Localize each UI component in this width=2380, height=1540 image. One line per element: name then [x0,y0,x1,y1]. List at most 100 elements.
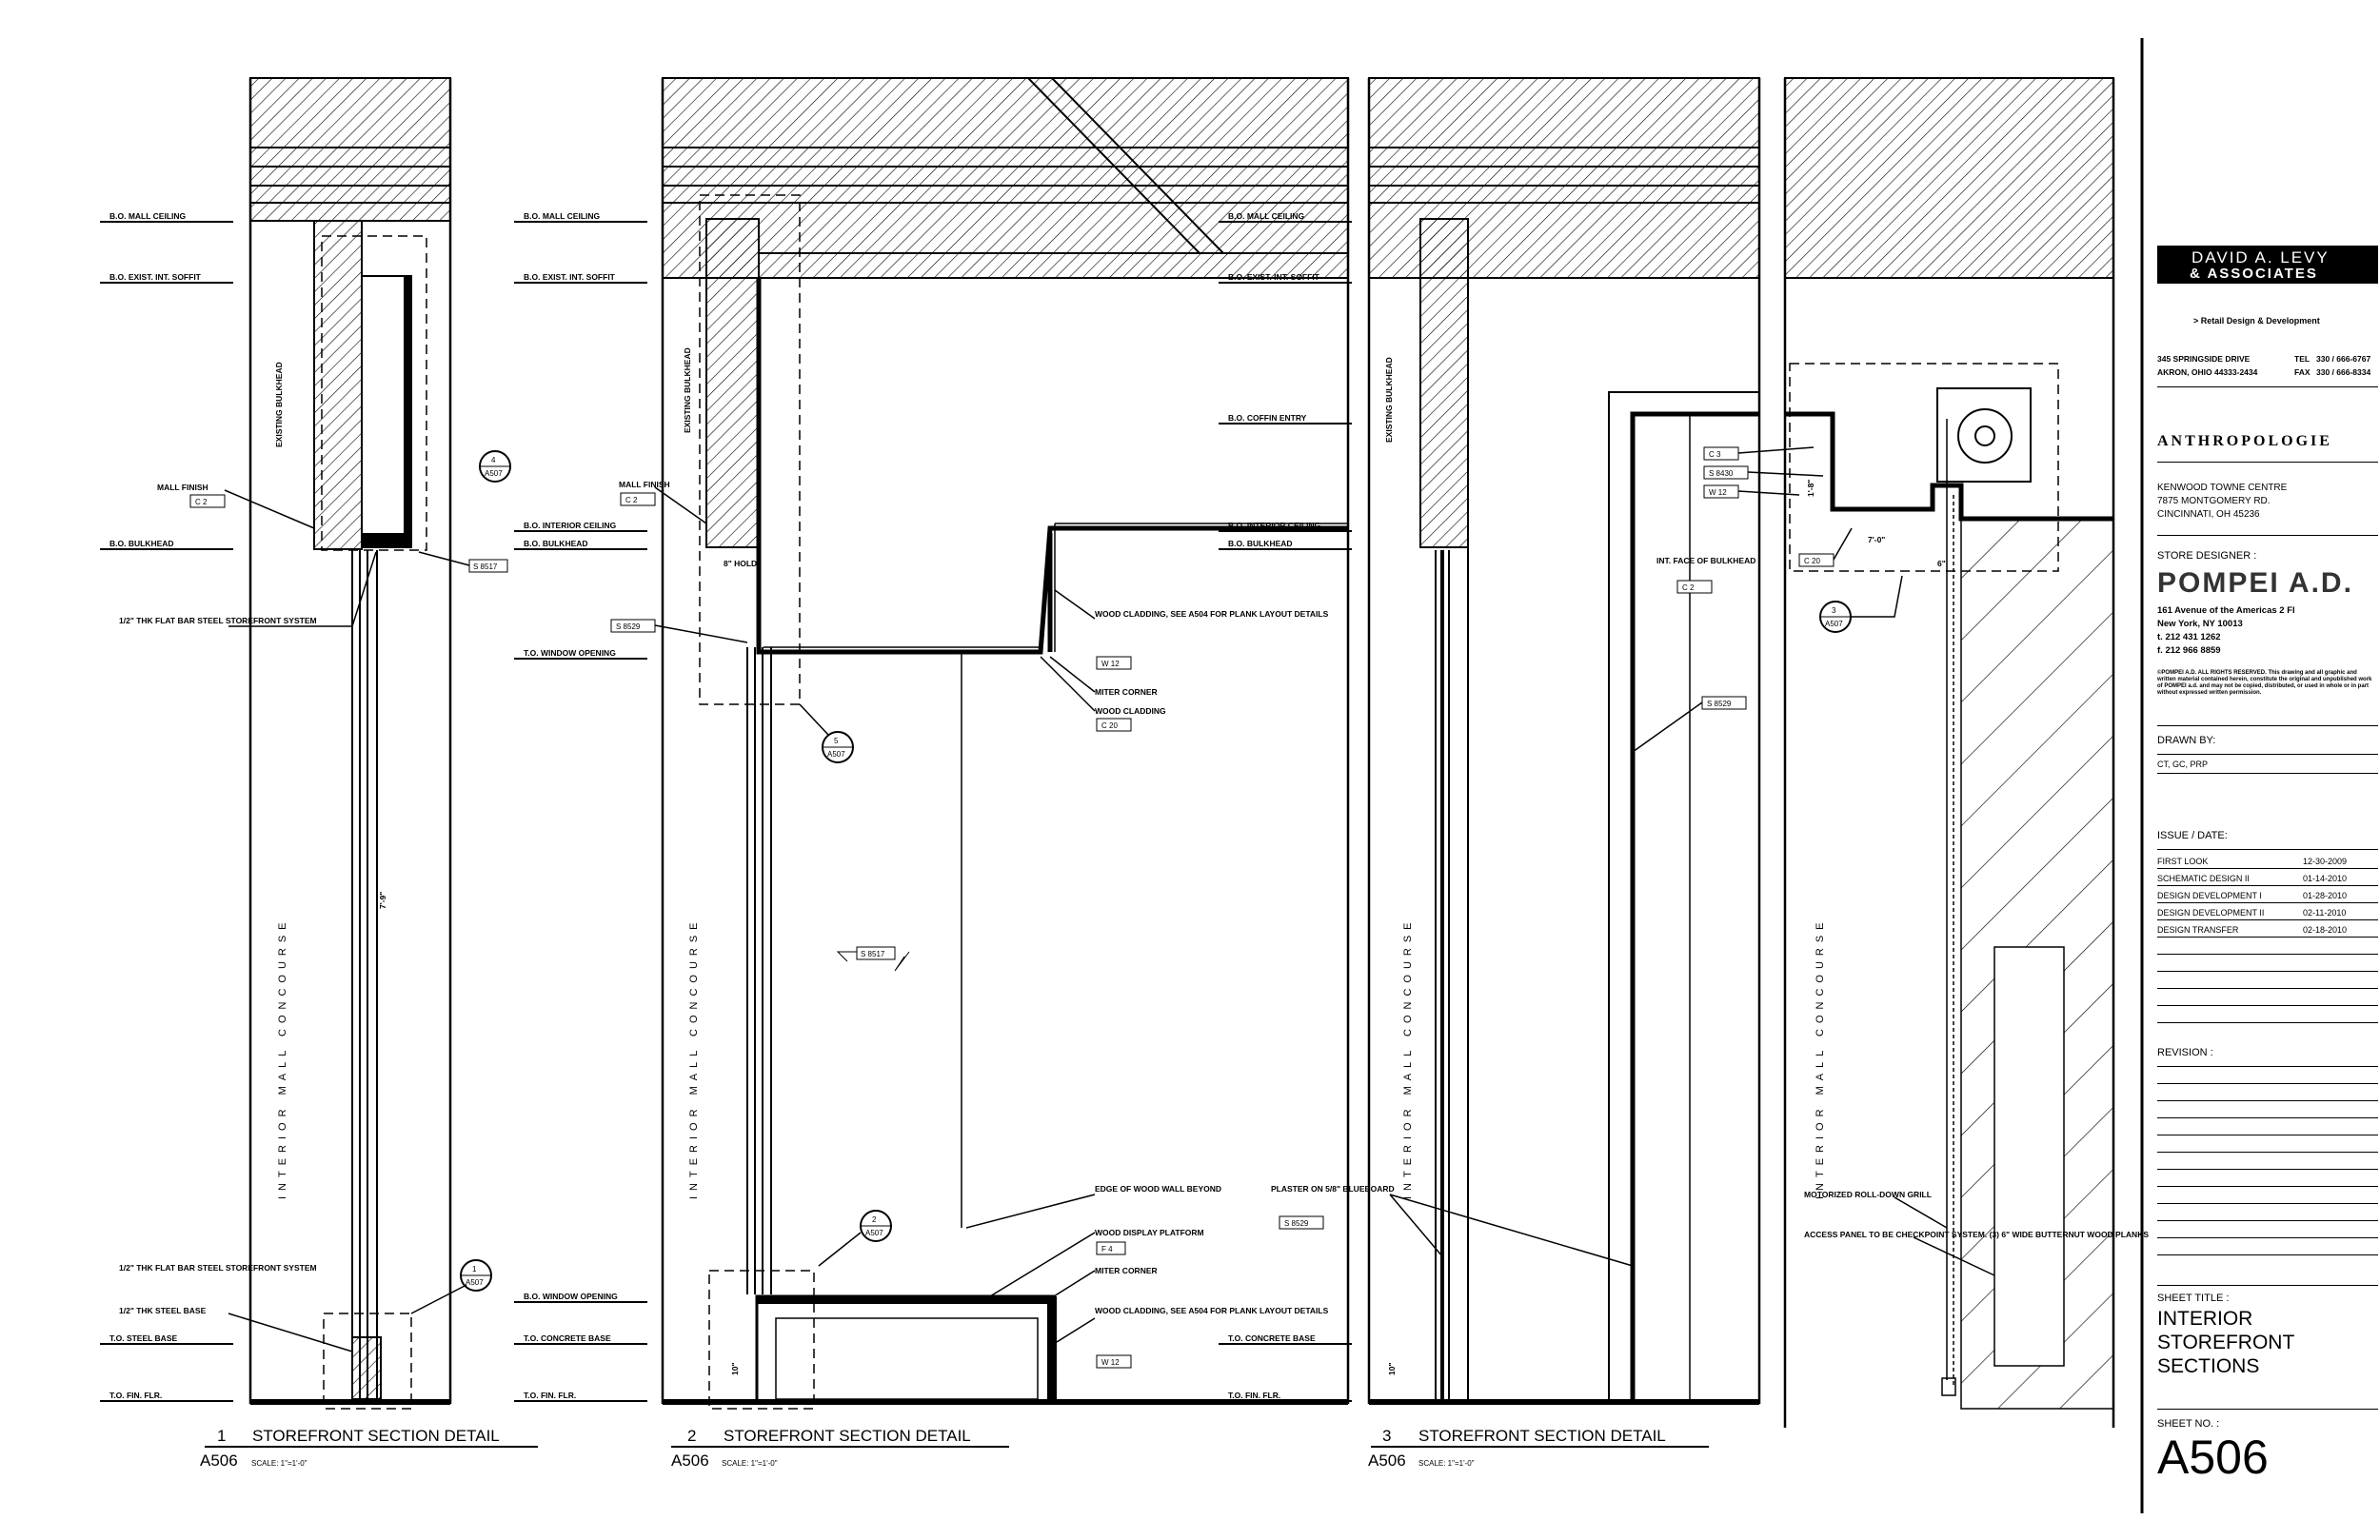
level-exist-soffit-3: B.O. EXIST. INT. SOFFIT [1228,272,1320,282]
firm-address-1: 345 SPRINGSIDE DRIVE [2157,354,2251,364]
firm-line-2: & ASSOCIATES [2190,266,2318,282]
callout-1: 1 [472,1265,477,1273]
tag-c3: C 3 [1709,450,1721,459]
level-coffin-entry: B.O. COFFIN ENTRY [1228,413,1307,423]
level-window-opening-top: T.O. WINDOW OPENING [524,648,616,658]
tel-label: TEL [2294,354,2311,364]
drawn-by-value: CT, GC, PRP [2157,760,2209,769]
firm-logo: DAVID A. LEVY & ASSOCIATES [2157,246,2378,284]
fax-value: 330 / 666-8334 [2316,367,2371,377]
miter-corner-note: MITER CORNER [1095,687,1158,697]
detail-1-scale: SCALE: 1"=1'-0" [251,1459,307,1468]
tag-s8517-2: S 8517 [861,950,885,958]
existing-bulkhead-note: EXISTING BULKHEAD [274,362,284,447]
detail-3-scale: SCALE: 1"=1'-0" [1418,1459,1475,1468]
concourse-label-4: INTERIOR MALL CONCOURSE [1815,917,1826,1199]
dim-7-9: 7'-9" [378,892,387,909]
dim-10: 10" [730,1363,740,1376]
detail-1-number: 1 [217,1427,226,1445]
tag-c2-3: C 2 [1682,583,1695,592]
level-exist-soffit-2: B.O. EXIST. INT. SOFFIT [524,272,616,282]
level-fin-flr-3: T.O. FIN. FLR. [1228,1391,1280,1400]
drawn-by-label: DRAWN BY: [2157,735,2216,746]
designer-fax: f. 212 966 8859 [2157,645,2221,656]
detail-2-number: 2 [687,1427,696,1445]
callout-5-sheet: A507 [827,750,845,759]
section-detail-1: INTERIOR MALL CONCOURSE EXISTING BULKHEA… [100,77,538,1470]
designer-address-1: 161 Avenue of the Americas 2 Fl [2157,605,2295,616]
level-interior-ceiling-3: B.O. INTERIOR CEILING [1228,521,1321,530]
concourse-label: INTERIOR MALL CONCOURSE [277,917,288,1199]
issue-date-label: ISSUE / DATE: [2157,830,2228,841]
tag-c2: C 2 [195,498,208,506]
plaster-note: PLASTER ON 5/8" BLUEBOARD [1271,1184,1395,1194]
section-detail-3: INTERIOR MALL CONCOURSE EXISTING BULKHEA… [1219,77,1761,1470]
level-bulkhead-3: B.O. BULKHEAD [1228,539,1293,548]
dim-1-8: 1'-8" [1806,480,1815,497]
designer-address-2: New York, NY 10013 [2157,619,2243,629]
tag-s8529-4: S 8529 [1284,1219,1309,1228]
tag-w12-3: W 12 [1709,488,1727,497]
tag-s8430: S 8430 [1709,469,1734,478]
sheet-no-label: SHEET NO. : [2157,1418,2220,1430]
callout-4: 4 [491,456,496,464]
detail-1-sheet: A506 [200,1451,238,1470]
site-line-1: KENWOOD TOWNE CENTRE [2157,483,2288,493]
firm-line-1: DAVID A. LEVY [2192,248,2330,267]
issue-name: SCHEMATIC DESIGN II [2157,874,2250,883]
flat-bar-note: 1/2" THK FLAT BAR STEEL STOREFRONT SYSTE… [119,616,317,625]
callout-4-sheet: A507 [485,469,503,478]
wood-cladding-see-note-2: WOOD CLADDING, SEE A504 FOR PLANK LAYOUT… [1095,1306,1329,1315]
level-exist-soffit: B.O. EXIST. INT. SOFFIT [109,272,202,282]
tag-c20: C 20 [1101,721,1118,730]
callout-2: 2 [872,1215,877,1224]
section-detail-2: INTERIOR MALL CONCOURSE EXISTING BULKHEA… [514,77,1350,1470]
sheet-title-line-1: INTERIOR [2157,1308,2253,1330]
issue-date: 01-28-2010 [2303,891,2348,900]
flat-bar-note-lower: 1/2" THK FLAT BAR STEEL STOREFRONT SYSTE… [119,1263,317,1273]
designer-name: POMPEI A.D. [2157,567,2353,599]
level-window-opening-bot: B.O. WINDOW OPENING [524,1292,618,1301]
tag-s8529: S 8529 [616,622,641,631]
callout-3-sheet: A507 [1825,620,1843,628]
existing-bulkhead-note-3: EXISTING BULKHEAD [1384,357,1394,443]
level-mall-ceiling: B.O. MALL CEILING [109,211,187,221]
sheet-title-label: SHEET TITLE : [2157,1293,2230,1304]
detail-2-sheet: A506 [671,1451,709,1470]
tel-value: 330 / 666-6767 [2316,354,2371,364]
level-mall-ceiling-3: B.O. MALL CEILING [1228,211,1305,221]
copyright-notice: ©POMPEI A.D. ALL RIGHTS RESERVED. This d… [2157,670,2372,696]
level-bulkhead-2: B.O. BULKHEAD [524,539,588,548]
level-steel-base: T.O. STEEL BASE [109,1333,177,1343]
sheet-number: A506 [2157,1431,2269,1484]
detail-2-title: STOREFRONT SECTION DETAIL [724,1427,971,1445]
tag-s8517: S 8517 [473,563,498,571]
wood-cladding-see-note: WOOD CLADDING, SEE A504 FOR PLANK LAYOUT… [1095,609,1329,619]
hold-note: 8" HOLD [724,559,757,568]
access-panel-note: ACCESS PANEL TO BE CHECKPOINT SYSTEM. (3… [1804,1230,2149,1239]
sheet-title-line-3: SECTIONS [2157,1355,2260,1377]
issue-name: DESIGN TRANSFER [2157,925,2239,935]
concourse-label-2: INTERIOR MALL CONCOURSE [688,917,700,1199]
dim-10-3: 10" [1387,1363,1397,1376]
issue-date: 12-30-2009 [2303,857,2348,866]
level-bulkhead: B.O. BULKHEAD [109,539,174,548]
sheet-title-line-2: STOREFRONT [2157,1332,2295,1353]
issue-row: FIRST LOOK 12-30-2009 [2157,851,2378,869]
tag-f4: F 4 [1101,1245,1113,1254]
issue-name: FIRST LOOK [2157,857,2209,866]
mall-finish-note: MALL FINISH [157,483,208,492]
grill-section: C 3 S 8430 W 12 1'-8" 7'-0" 6" C 20 3 A5… [1703,77,2149,1428]
dim-6: 6" [1937,559,1946,568]
callout-3: 3 [1832,606,1836,615]
motorized-note: MOTORIZED ROLL-DOWN GRILL [1804,1190,1932,1199]
callout-5: 5 [834,737,839,745]
level-fin-flr: T.O. FIN. FLR. [109,1391,162,1400]
existing-bulkhead-note-2: EXISTING BULKHEAD [683,347,692,433]
issue-date: 02-11-2010 [2303,908,2347,918]
detail-1-title: STOREFRONT SECTION DETAIL [252,1427,500,1445]
detail-3-sheet: A506 [1368,1451,1406,1470]
client-name: ANTHROPOLOGIE [2157,433,2332,449]
